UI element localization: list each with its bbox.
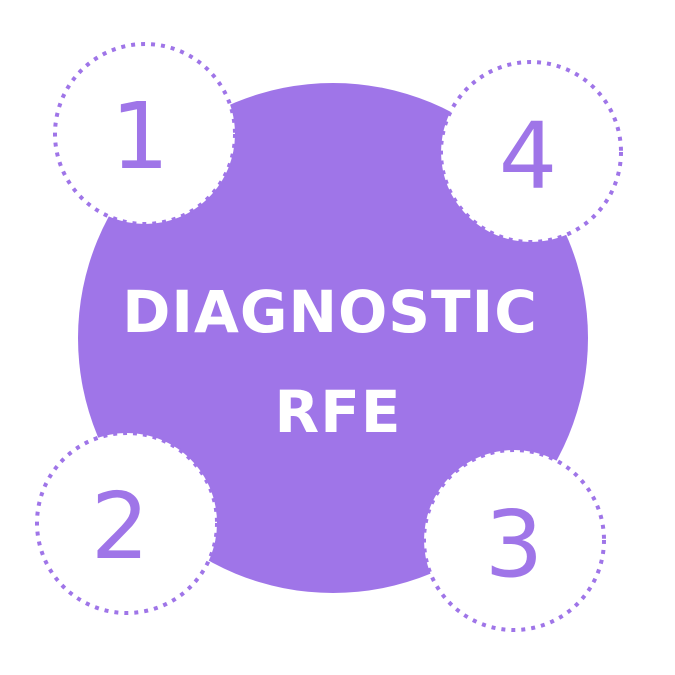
step-1-circle [53, 42, 237, 226]
center-title-line1: DIAGNOSTIC [122, 278, 538, 346]
step-2: 2 [35, 431, 219, 615]
center-title-line2: RFE [275, 378, 402, 446]
step-4-circle [439, 60, 623, 244]
step-3-circle [422, 448, 606, 632]
step-2-circle [35, 431, 219, 615]
step-3-number: 3 [485, 491, 544, 598]
step-3: 3 [422, 448, 606, 632]
step-1-number: 1 [111, 83, 170, 190]
step-1: 1 [53, 42, 237, 226]
step-4-number: 4 [499, 103, 558, 210]
step-2-number: 2 [91, 473, 150, 580]
step-4: 4 [439, 60, 623, 244]
